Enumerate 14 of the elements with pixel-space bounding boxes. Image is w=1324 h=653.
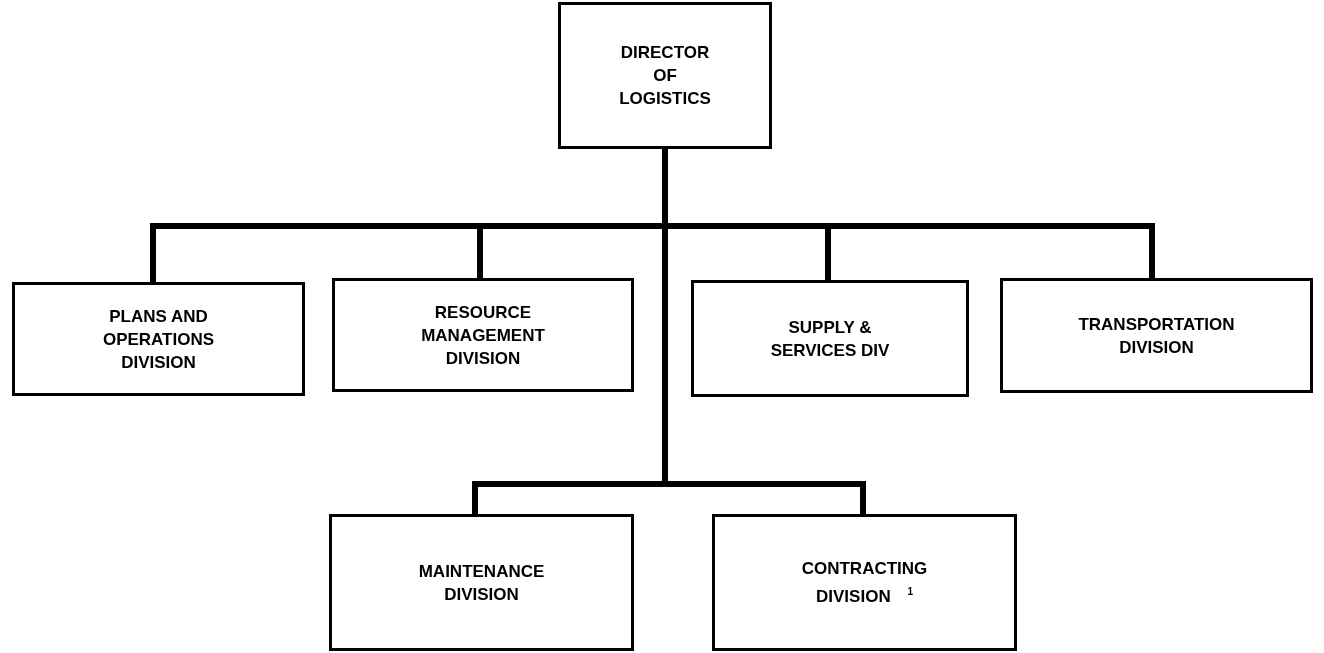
box-label: RESOURCE MANAGEMENT DIVISION (420, 301, 546, 370)
org-box (329, 514, 634, 651)
org-box (332, 278, 634, 392)
org-box (12, 282, 305, 396)
org-box (558, 2, 772, 149)
box-label: CONTRACTING DIVISION $^{1}$ (800, 558, 929, 608)
box-label: MAINTENANCE DIVISION (417, 560, 546, 606)
org-box (1000, 278, 1313, 393)
box-label: PLANS AND OPERATIONS DIVISION (101, 305, 216, 374)
org-box (691, 280, 969, 397)
org-box (712, 514, 1017, 651)
box-label: SUPPLY & SERVICES DIV (769, 316, 891, 362)
box-label: TRANSPORTATION DIVISION (1077, 313, 1236, 359)
box-label: DIRECTOR OF LOGISTICS (618, 42, 712, 110)
